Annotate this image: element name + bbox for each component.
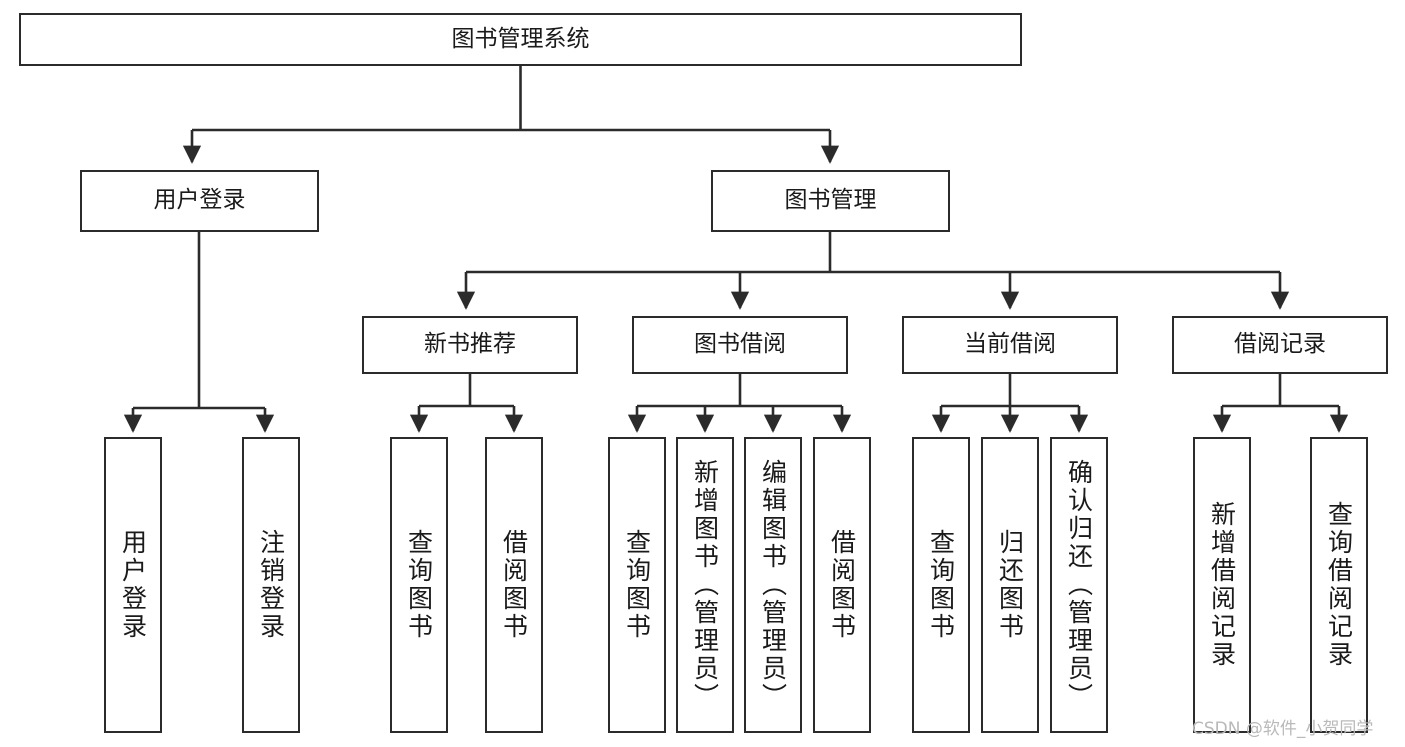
node-root-label: 图书管理系统 bbox=[451, 25, 590, 52]
node-current-borrow[interactable]: 当前借阅 bbox=[902, 316, 1118, 374]
node-leaf-add-record-label: 新增借阅记录 bbox=[1207, 501, 1237, 669]
node-leaf-logout[interactable]: 注销登录 bbox=[242, 437, 300, 733]
node-leaf-query-book-1-label: 查询图书 bbox=[404, 529, 434, 641]
node-current-borrow-label: 当前借阅 bbox=[964, 331, 1056, 358]
node-leaf-add-book-label: 新增图书（管理员） bbox=[690, 459, 720, 711]
node-leaf-query-book-2[interactable]: 查询图书 bbox=[608, 437, 666, 733]
node-leaf-edit-book[interactable]: 编辑图书（管理员） bbox=[744, 437, 802, 733]
node-user-login-label: 用户登录 bbox=[153, 187, 246, 214]
node-leaf-borrow-book-1[interactable]: 借阅图书 bbox=[485, 437, 543, 733]
node-leaf-confirm-return-label: 确认归还（管理员） bbox=[1064, 459, 1094, 711]
node-leaf-logout-label: 注销登录 bbox=[256, 529, 286, 641]
node-book-manage-label: 图书管理 bbox=[784, 187, 877, 214]
node-leaf-return-book-label: 归还图书 bbox=[995, 529, 1025, 641]
csdn-watermark: CSDN @软件_小贺同学 bbox=[1192, 719, 1374, 739]
node-leaf-query-book-2-label: 查询图书 bbox=[622, 529, 652, 641]
node-leaf-query-book-3-label: 查询图书 bbox=[926, 529, 956, 641]
node-root[interactable]: 图书管理系统 bbox=[19, 13, 1022, 66]
node-new-book-rec-label: 新书推荐 bbox=[424, 331, 516, 358]
node-leaf-borrow-book-2[interactable]: 借阅图书 bbox=[813, 437, 871, 733]
node-leaf-add-book[interactable]: 新增图书（管理员） bbox=[676, 437, 734, 733]
node-user-login[interactable]: 用户登录 bbox=[80, 170, 319, 232]
node-leaf-query-record-label: 查询借阅记录 bbox=[1324, 501, 1354, 669]
node-leaf-query-record[interactable]: 查询借阅记录 bbox=[1310, 437, 1368, 733]
node-leaf-borrow-book-2-label: 借阅图书 bbox=[827, 529, 857, 641]
node-leaf-add-record[interactable]: 新增借阅记录 bbox=[1193, 437, 1251, 733]
node-borrow-record-label: 借阅记录 bbox=[1234, 331, 1326, 358]
node-book-borrow[interactable]: 图书借阅 bbox=[632, 316, 848, 374]
node-book-borrow-label: 图书借阅 bbox=[694, 331, 786, 358]
node-leaf-return-book[interactable]: 归还图书 bbox=[981, 437, 1039, 733]
node-leaf-user-login[interactable]: 用户登录 bbox=[104, 437, 162, 733]
node-book-manage[interactable]: 图书管理 bbox=[711, 170, 950, 232]
node-leaf-confirm-return[interactable]: 确认归还（管理员） bbox=[1050, 437, 1108, 733]
node-leaf-query-book-3[interactable]: 查询图书 bbox=[912, 437, 970, 733]
node-borrow-record[interactable]: 借阅记录 bbox=[1172, 316, 1388, 374]
node-leaf-user-login-label: 用户登录 bbox=[118, 529, 148, 641]
node-leaf-edit-book-label: 编辑图书（管理员） bbox=[758, 459, 788, 711]
node-leaf-borrow-book-1-label: 借阅图书 bbox=[499, 529, 529, 641]
node-leaf-query-book-1[interactable]: 查询图书 bbox=[390, 437, 448, 733]
node-new-book-rec[interactable]: 新书推荐 bbox=[362, 316, 578, 374]
